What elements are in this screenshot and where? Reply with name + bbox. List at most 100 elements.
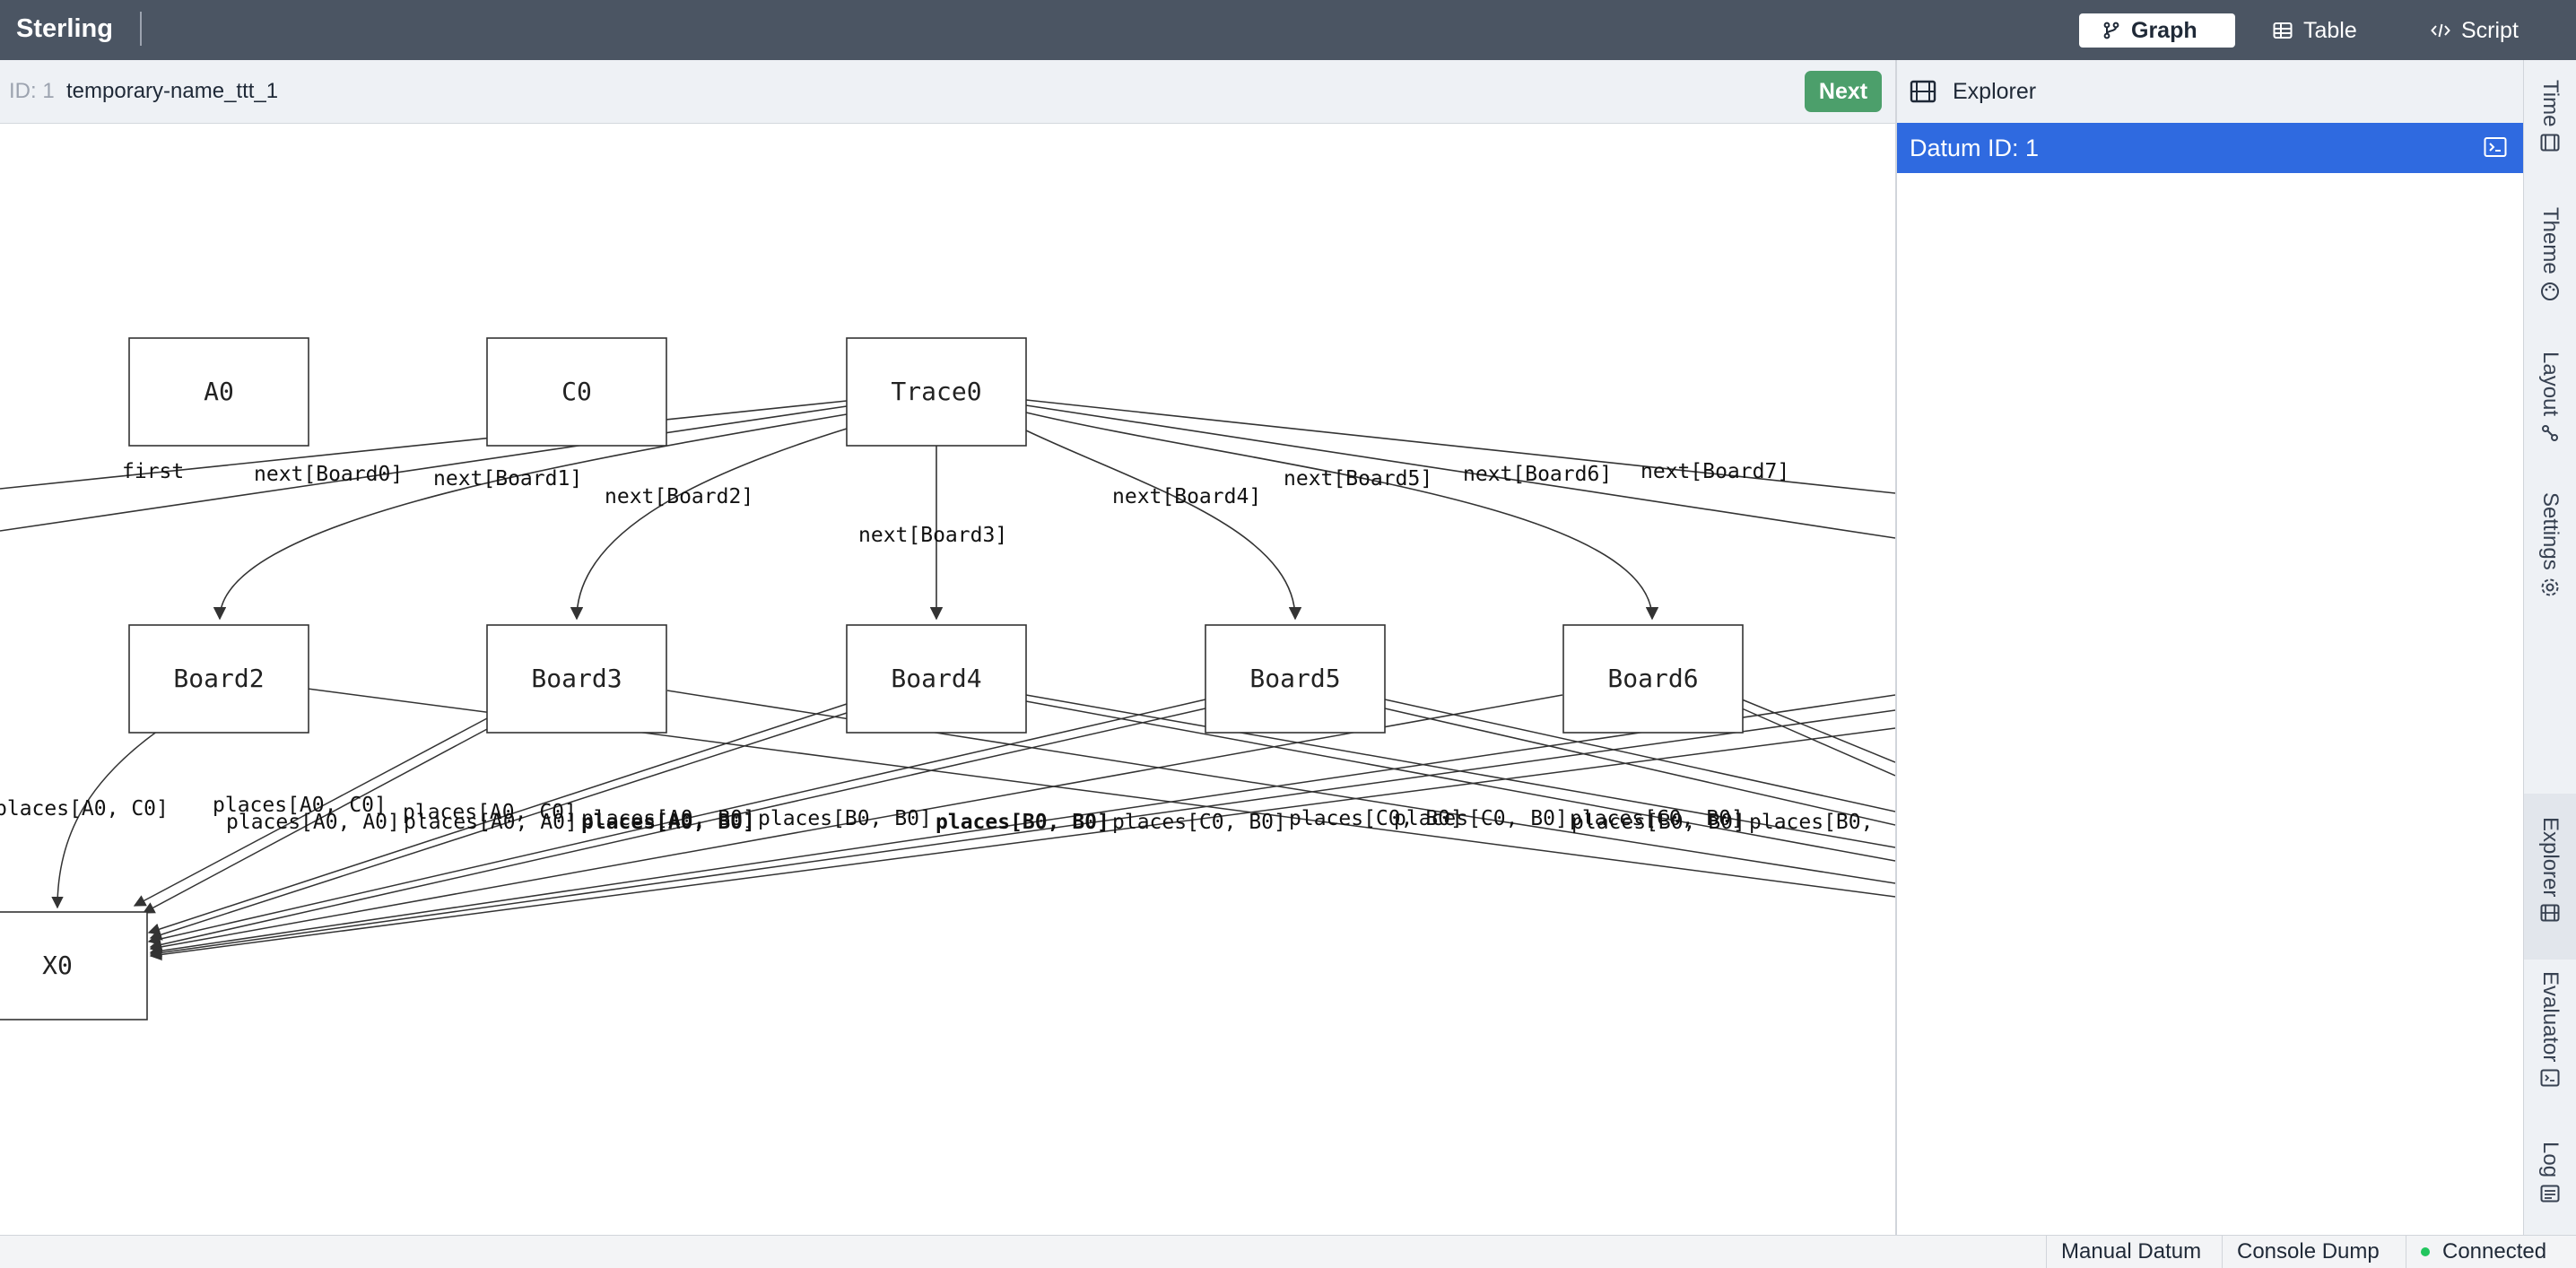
- graph-canvas[interactable]: A0 C0 Trace0 Board2 Board3 Board4 Board5: [0, 124, 1895, 1234]
- edge-label: places[C0, B0]: [1394, 807, 1568, 830]
- trace-edges: [0, 399, 1895, 621]
- edge-label: next[Board4]: [1112, 485, 1261, 508]
- tab-log-label: Log: [2538, 1142, 2563, 1178]
- tab-layout[interactable]: Layout: [2524, 352, 2576, 504]
- node-x0[interactable]: X0: [0, 911, 148, 1020]
- node-c0[interactable]: C0: [486, 337, 667, 447]
- svg-text:Board2: Board2: [173, 664, 264, 693]
- terminal-icon: [2540, 1069, 2560, 1087]
- graph-view-button[interactable]: Graph: [2079, 13, 2235, 48]
- edge-label: next[Board5]: [1284, 467, 1432, 491]
- console-dump-button[interactable]: Console Dump: [2222, 1236, 2413, 1268]
- svg-text:X0: X0: [42, 951, 73, 980]
- places-edges: [51, 688, 1895, 961]
- edge-label: next[Board7]: [1640, 460, 1789, 483]
- side-tab-bar: Time Theme Layout Settings Explorer Eval…: [2523, 60, 2576, 1235]
- palette-icon: [2541, 282, 2559, 300]
- explorer-panel: Explorer Datum ID: 1: [1897, 60, 2523, 1235]
- panel-divider[interactable]: [1895, 60, 1897, 1235]
- svg-text:Board3: Board3: [531, 664, 622, 693]
- connection-status: Connected: [2406, 1236, 2576, 1268]
- film-icon: [1910, 80, 1936, 103]
- node-board4[interactable]: Board4: [846, 624, 1027, 734]
- app-title: Sterling: [16, 14, 113, 43]
- log-icon: [2540, 1185, 2560, 1203]
- instance-header: ID: 1 temporary-name_ttt_1 Next: [0, 60, 1895, 124]
- connected-dot-icon: [2421, 1247, 2430, 1256]
- datum-label: Datum ID: 1: [1910, 135, 2040, 161]
- tab-time[interactable]: Time: [2524, 80, 2576, 223]
- edge-label: places[A0, A0]: [226, 811, 400, 834]
- edge-label: places[B0, B0]: [758, 807, 932, 830]
- tab-explorer[interactable]: Explorer: [2524, 794, 2576, 960]
- explorer-title: Explorer: [1953, 79, 2037, 104]
- node-board3[interactable]: Board3: [486, 624, 667, 734]
- gear-icon: [2541, 578, 2559, 596]
- svg-text:A0: A0: [204, 377, 234, 406]
- edge-label: places[A0, B0]: [581, 811, 755, 834]
- table-view-label: Table: [2303, 17, 2357, 43]
- tab-theme[interactable]: Theme: [2524, 207, 2576, 351]
- edge-label: places[B0,: [1749, 811, 1873, 834]
- edge-label: first: [122, 460, 184, 483]
- svg-text:Board6: Board6: [1607, 664, 1698, 693]
- edge-label: next[Board6]: [1463, 463, 1612, 486]
- edge-label: places[C0, B0]: [1570, 807, 1744, 830]
- edge-label: places[A0, C0]: [0, 797, 169, 821]
- layout-icon: [2542, 425, 2558, 442]
- edge-label: next[Board3]: [858, 524, 1007, 547]
- edge-label: places[A0, B0]: [581, 807, 755, 830]
- edge-label: places[C0, B0]: [1289, 807, 1463, 830]
- edge-label: places[A0, C0]: [213, 794, 387, 817]
- tab-settings-label: Settings: [2538, 492, 2563, 570]
- edge-label: next[Board1]: [433, 467, 582, 491]
- top-bar: Sterling Graph Table Script: [0, 0, 2576, 60]
- datum-row[interactable]: Datum ID: 1: [1897, 123, 2523, 173]
- table-view-button[interactable]: Table: [2250, 13, 2382, 48]
- explorer-header: Explorer: [1897, 60, 2523, 123]
- instance-name: temporary-name_ttt_1: [66, 79, 279, 103]
- node-a0[interactable]: A0: [128, 337, 309, 447]
- graph-icon: [2103, 22, 2119, 39]
- edge-label: next[Board0]: [254, 463, 403, 486]
- script-view-label: Script: [2461, 17, 2519, 43]
- svg-text:Board5: Board5: [1249, 664, 1340, 693]
- node-trace0[interactable]: Trace0: [846, 337, 1027, 447]
- table-icon: [2273, 22, 2293, 39]
- terminal-icon[interactable]: [2484, 136, 2507, 158]
- tab-settings[interactable]: Settings: [2524, 492, 2576, 672]
- connection-status-label: Connected: [2442, 1239, 2547, 1264]
- console-dump-label: Console Dump: [2237, 1239, 2380, 1264]
- tab-time-label: Time: [2538, 80, 2563, 127]
- svg-text:Board4: Board4: [891, 664, 981, 693]
- film-icon: [2540, 134, 2560, 152]
- svg-text:C0: C0: [561, 377, 592, 406]
- tab-layout-label: Layout: [2538, 352, 2563, 417]
- manual-datum-label: Manual Datum: [2061, 1239, 2202, 1264]
- tab-evaluator-label: Evaluator: [2538, 971, 2563, 1063]
- node-board5[interactable]: Board5: [1205, 624, 1386, 734]
- edge-labels: first next[Board0] next[Board1] next[Boa…: [0, 460, 1873, 834]
- edge-label: places[B0, B0]: [936, 811, 1110, 834]
- svg-text:Trace0: Trace0: [891, 377, 981, 406]
- edge-label: places[A0, C0]: [403, 801, 577, 824]
- next-button[interactable]: Next: [1805, 71, 1882, 112]
- script-view-button[interactable]: Script: [2407, 13, 2542, 48]
- edge-label: places[B0, B0]: [1571, 811, 1745, 834]
- status-bar: Manual Datum Console Dump Connected: [0, 1235, 2576, 1268]
- node-board6[interactable]: Board6: [1562, 624, 1744, 734]
- node-board2[interactable]: Board2: [128, 624, 309, 734]
- tab-log[interactable]: Log: [2524, 1142, 2576, 1235]
- edge-label: places[C0, B0]: [1112, 811, 1286, 834]
- graph-view-label: Graph: [2131, 17, 2197, 43]
- code-icon: [2431, 23, 2450, 38]
- film-icon: [2540, 904, 2560, 922]
- edge-label: next[Board2]: [605, 485, 753, 508]
- manual-datum-button[interactable]: Manual Datum: [2046, 1236, 2229, 1268]
- edge-label: places[A0, A0]: [404, 811, 578, 834]
- tab-explorer-label: Explorer: [2538, 817, 2563, 898]
- tab-evaluator[interactable]: Evaluator: [2524, 971, 2576, 1159]
- instance-id: ID: 1: [9, 79, 55, 103]
- title-divider: [140, 12, 142, 46]
- tab-theme-label: Theme: [2538, 207, 2563, 274]
